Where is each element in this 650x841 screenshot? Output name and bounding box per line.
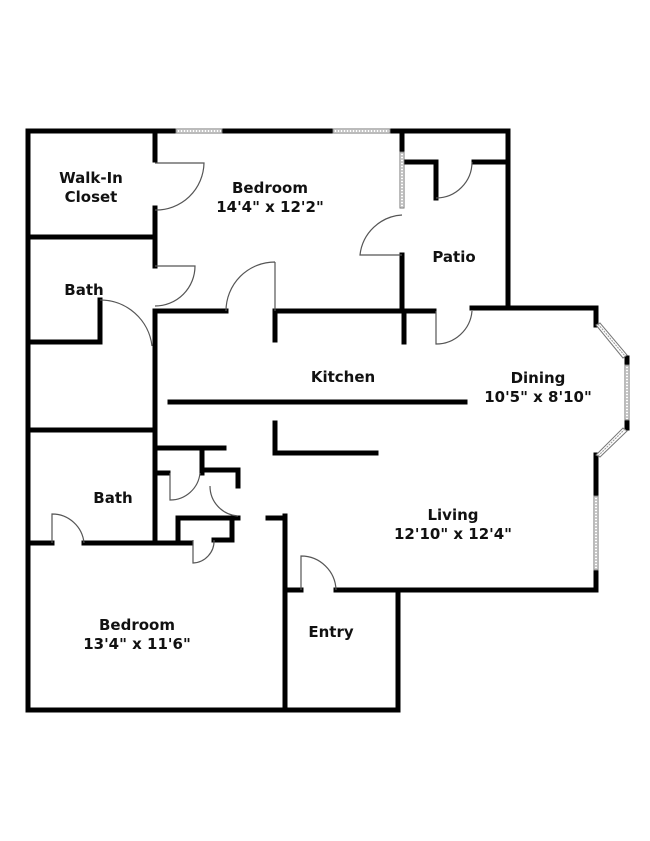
room-name: Walk-In xyxy=(59,169,123,187)
room-dimensions: 14'4" x 12'2" xyxy=(216,198,324,216)
room-name: Bath xyxy=(93,489,133,507)
room-dimensions: 10'5" x 8'10" xyxy=(484,388,592,406)
room-name: Bath xyxy=(64,281,104,299)
room-name: Bedroom xyxy=(232,179,308,197)
room-name: Living xyxy=(427,506,479,524)
windows xyxy=(175,128,630,571)
room-dimensions: 12'10" x 12'4" xyxy=(394,525,512,543)
room-name: Entry xyxy=(308,623,354,641)
room-kitchen: Kitchen xyxy=(311,368,375,387)
room-bedroom-1: Bedroom 14'4" x 12'2" xyxy=(216,179,324,217)
room-living: Living 12'10" x 12'4" xyxy=(394,506,512,544)
room-entry: Entry xyxy=(308,623,353,642)
walls xyxy=(25,128,630,713)
room-name: Bedroom xyxy=(99,616,175,634)
room-name: Patio xyxy=(432,248,476,266)
room-patio: Patio xyxy=(432,248,475,267)
doors xyxy=(51,161,473,591)
room-name: Dining xyxy=(510,369,566,387)
room-bath-2: Bath xyxy=(93,489,132,508)
room-bath-1: Bath xyxy=(64,281,103,300)
room-name: Kitchen xyxy=(310,368,376,386)
room-name-line2: Closet xyxy=(64,188,118,206)
room-walk-in-closet: Walk-In Closet xyxy=(59,169,123,207)
room-dining: Dining 10'5" x 8'10" xyxy=(484,369,592,407)
room-dimensions: 13'4" x 11'6" xyxy=(83,635,191,653)
room-bedroom-2: Bedroom 13'4" x 11'6" xyxy=(83,616,191,654)
